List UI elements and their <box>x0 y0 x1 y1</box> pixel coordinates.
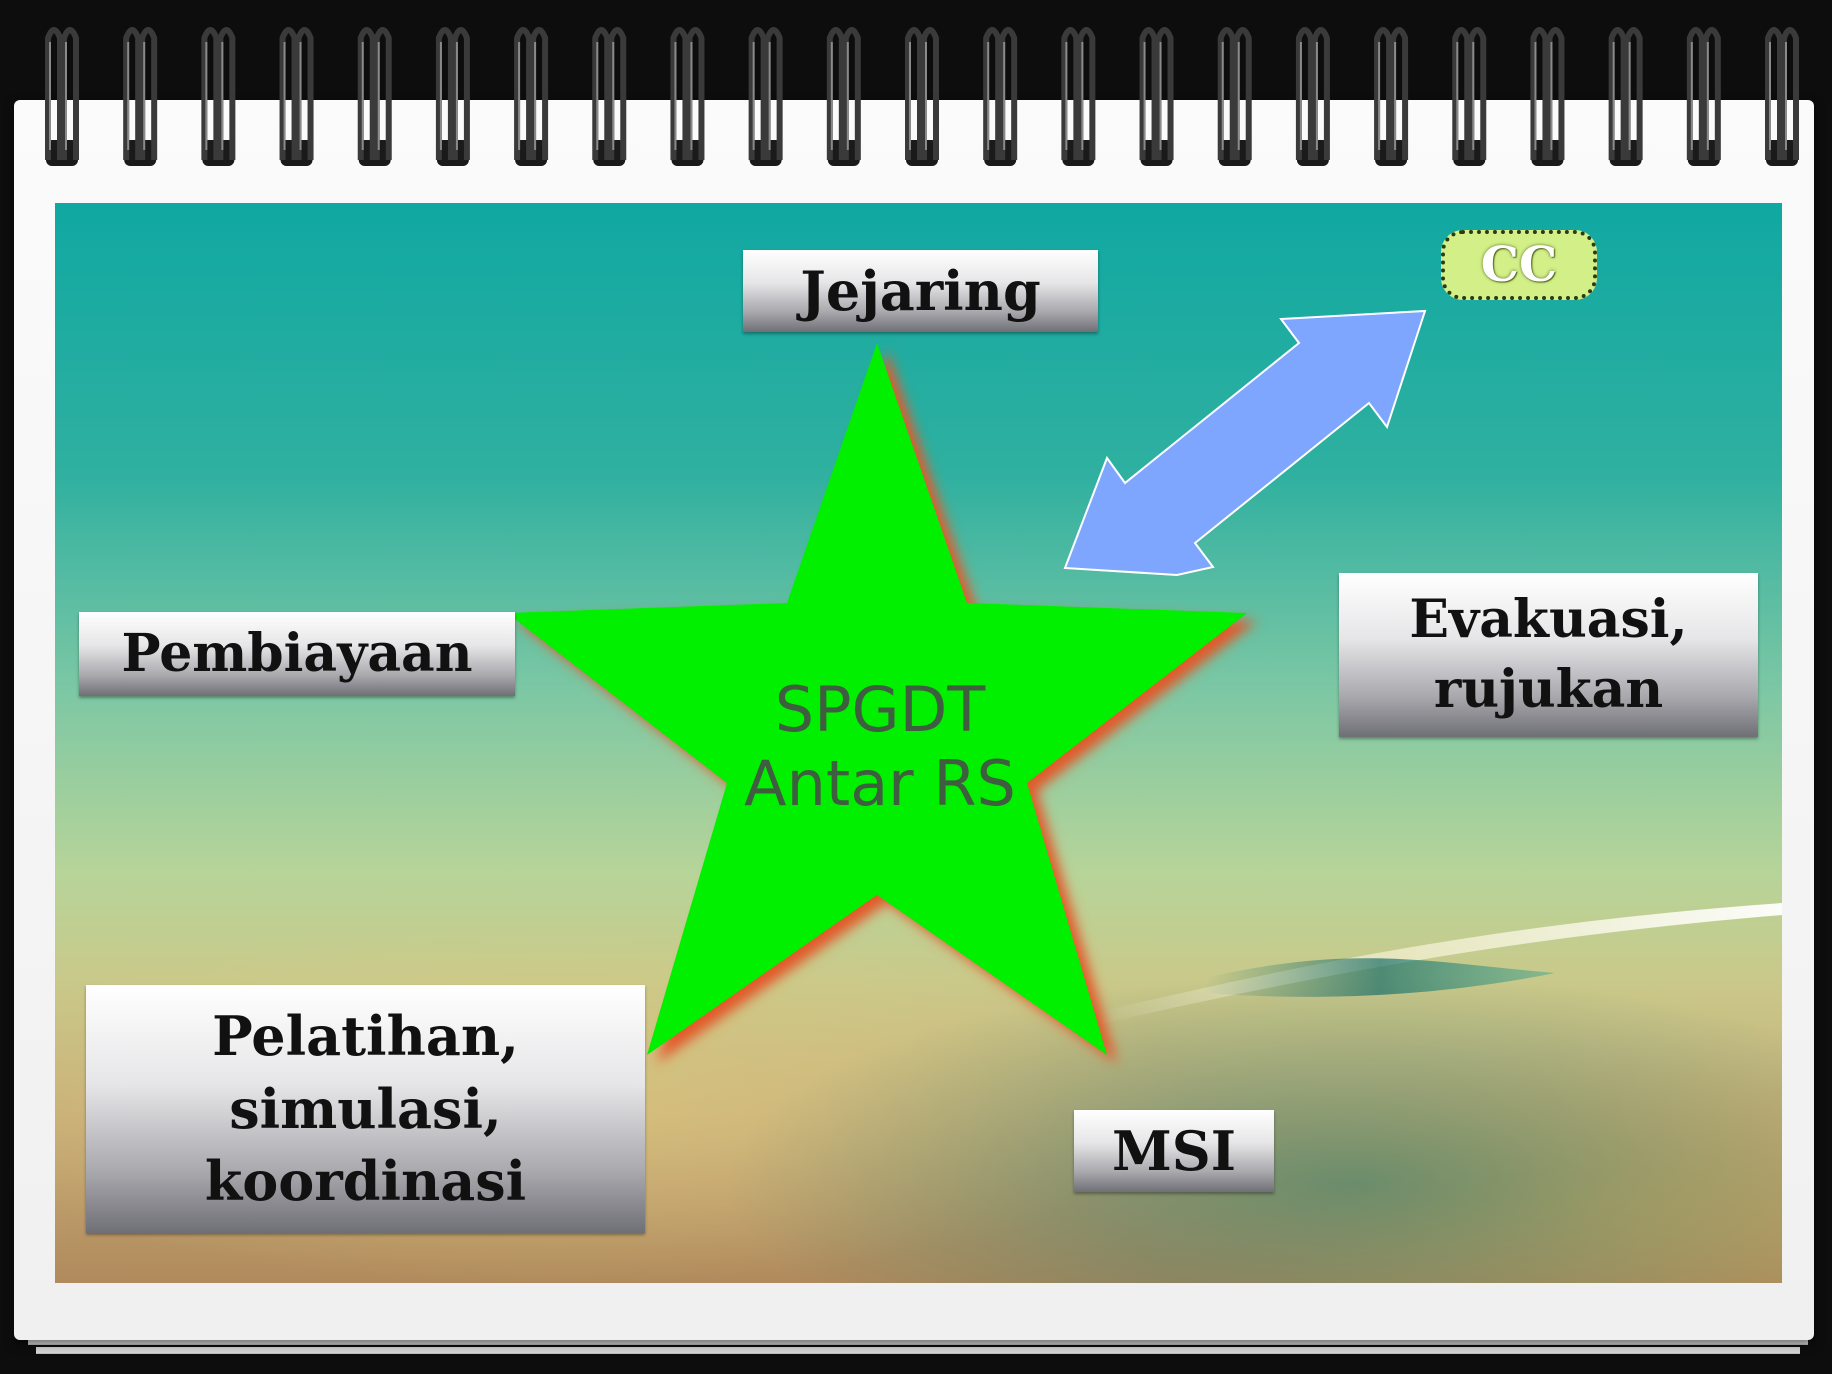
paper-stack-edge <box>36 1347 1800 1354</box>
binding-ring <box>1765 27 1799 166</box>
binding-ring <box>1608 27 1643 166</box>
binding-ring <box>45 27 79 166</box>
node-msi-label: MSI <box>1111 1118 1237 1183</box>
star-shape <box>507 343 1247 1055</box>
node-pembiayaan: Pembiayaan <box>79 612 515 696</box>
node-pembiayaan-label: Pembiayaan <box>121 622 473 684</box>
binding-ring <box>1452 27 1487 166</box>
binding-ring <box>1374 27 1409 166</box>
node-cc: CC <box>1441 230 1597 300</box>
binding-ring <box>435 27 470 166</box>
center-label-line-1: SPGDT <box>774 673 986 746</box>
center-label-line-2: Antar RS <box>744 747 1016 821</box>
binding-ring <box>1530 27 1565 166</box>
binding-ring <box>905 27 939 166</box>
background-swoosh <box>1095 903 1782 1025</box>
node-jejaring: Jejaring <box>743 250 1098 332</box>
binding-ring <box>670 27 705 166</box>
binding-ring <box>1686 27 1721 166</box>
binding-ring <box>1217 27 1252 166</box>
node-pelatihan-line-2: simulasi, <box>229 1076 502 1141</box>
node-pelatihan: Pelatihan, simulasi, koordinasi <box>86 985 645 1233</box>
node-msi: MSI <box>1074 1110 1274 1192</box>
binding-ring <box>983 27 1018 166</box>
slide-area: SPGDT Antar RS Jejaring CC Pembiayaan Ev… <box>55 203 1782 1283</box>
binding-ring <box>357 27 392 166</box>
binding-ring <box>201 27 236 166</box>
spiral-binding <box>45 27 1799 166</box>
binding-ring <box>826 27 861 166</box>
binding-ring <box>279 27 314 166</box>
node-pelatihan-line-3: koordinasi <box>204 1149 527 1214</box>
node-evakuasi: Evakuasi, rujukan <box>1339 573 1758 737</box>
node-jejaring-label: Jejaring <box>800 258 1041 323</box>
node-evakuasi-line-2: rujukan <box>1433 659 1664 720</box>
binding-ring <box>1061 27 1096 166</box>
star-layer <box>507 309 1427 1063</box>
node-pelatihan-line-1: Pelatihan, <box>212 1003 519 1068</box>
node-cc-label: CC <box>1480 237 1558 293</box>
binding-ring <box>514 27 549 166</box>
binding-ring <box>1295 27 1330 166</box>
paper-stack-edge <box>28 1338 1808 1345</box>
double-arrow-icon <box>1063 309 1427 577</box>
binding-ring <box>123 27 158 166</box>
center-label: SPGDT Antar RS <box>715 673 1045 822</box>
binding-ring <box>748 27 783 166</box>
node-evakuasi-line-1: Evakuasi, <box>1409 588 1688 650</box>
binding-ring <box>1139 27 1174 166</box>
binding-ring <box>592 27 627 166</box>
